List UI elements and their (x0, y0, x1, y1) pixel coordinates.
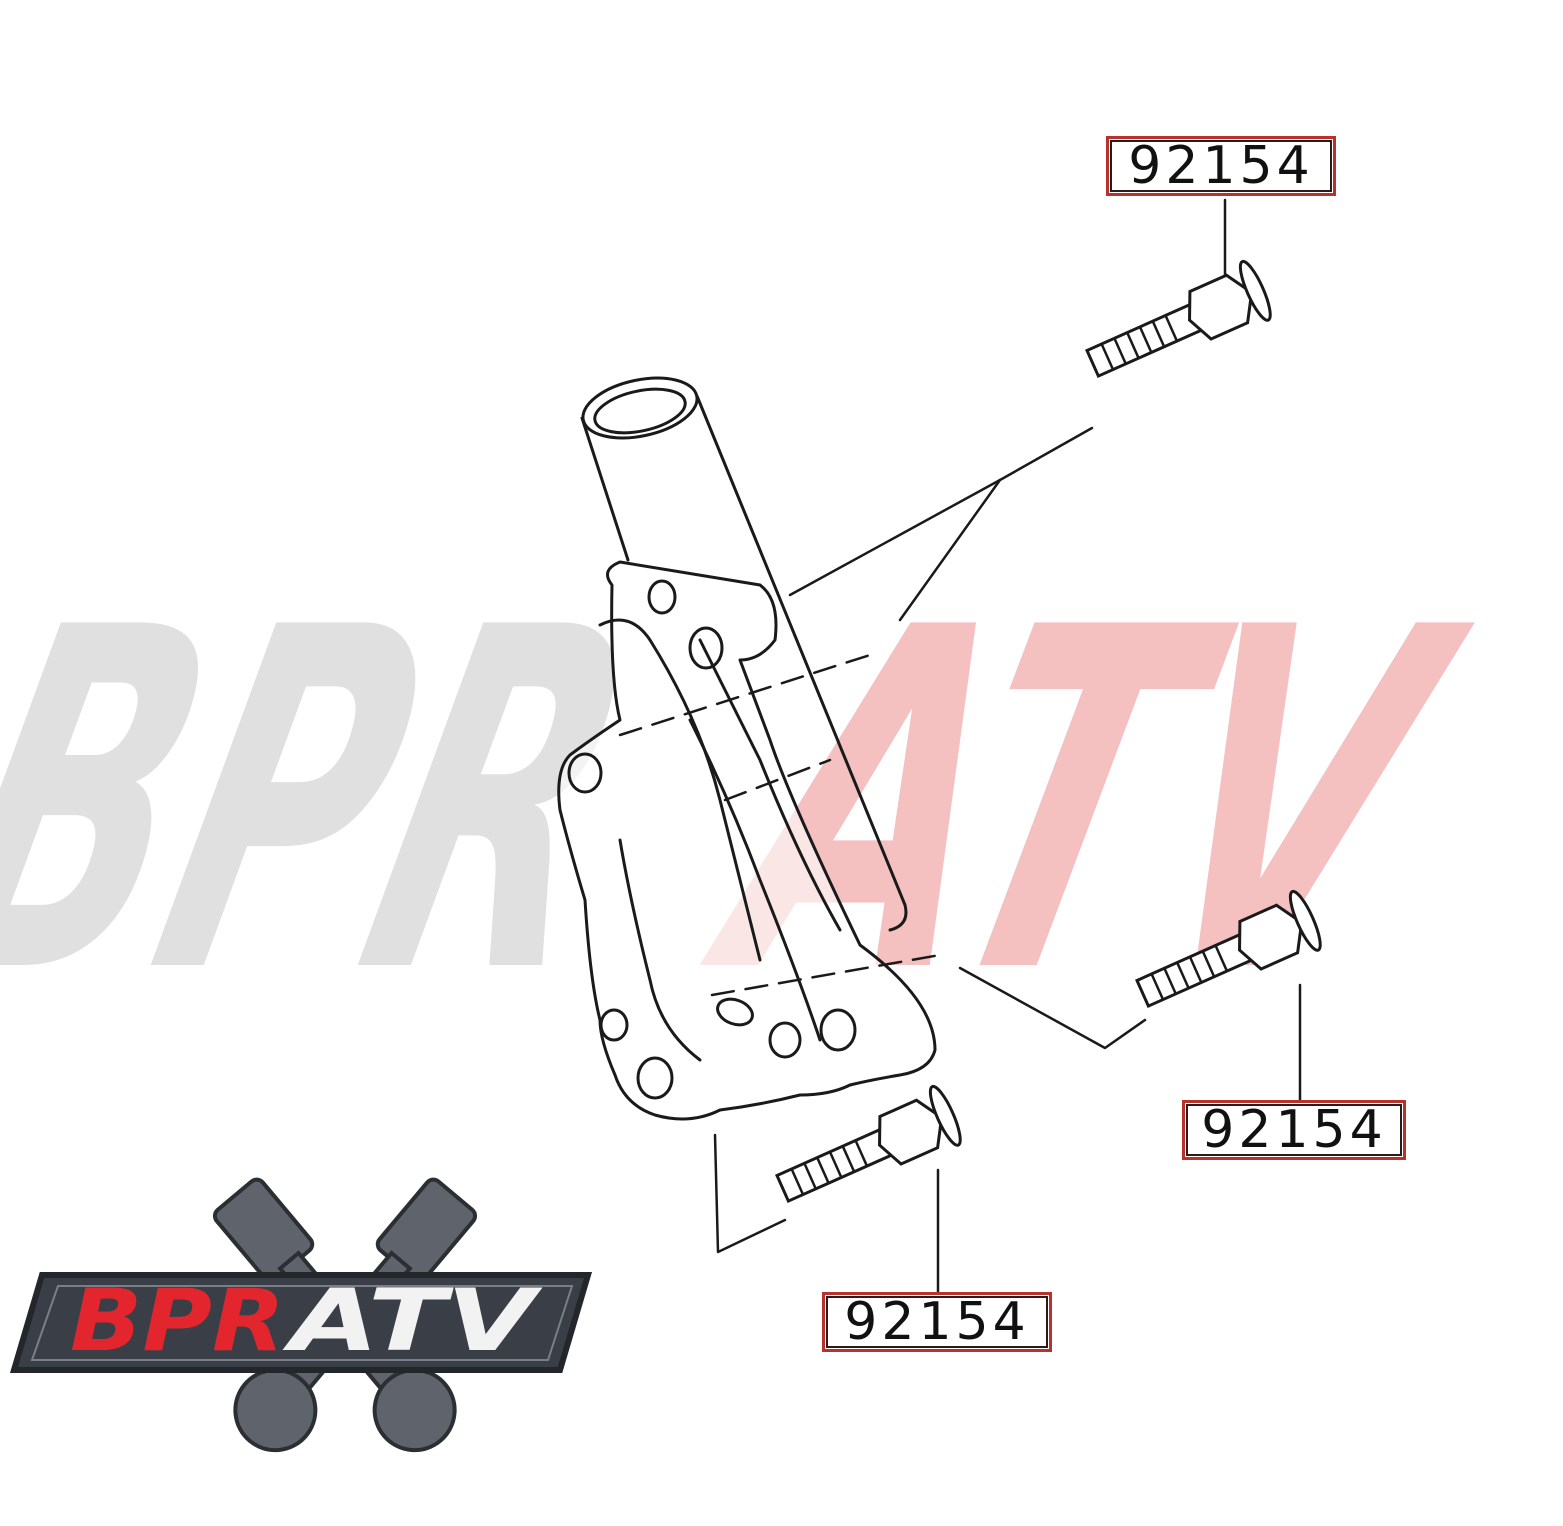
part-number-label-right: 92154 (1182, 1100, 1406, 1160)
bolt-right (1135, 889, 1322, 1009)
part-number-label-top: 92154 (1106, 136, 1336, 196)
bpratv-logo: BPR ATV (9, 1177, 593, 1453)
part-number-label-bottom: 92154 (822, 1292, 1052, 1352)
bolt-top (1085, 259, 1272, 379)
outlet-pipe (580, 376, 908, 932)
logo-text-bpr: BPR (70, 1271, 285, 1371)
bolt-bottom (775, 1084, 962, 1204)
assembly-axis-lines (618, 653, 942, 997)
logo-text-atv: ATV (282, 1271, 544, 1371)
cover-body (557, 560, 937, 1121)
water-pump-cover-drawing (557, 198, 1302, 1294)
logo-plate (9, 1272, 593, 1373)
